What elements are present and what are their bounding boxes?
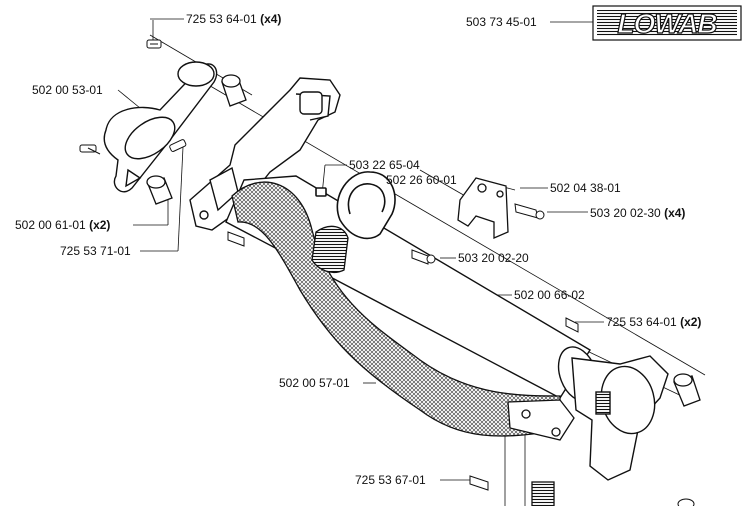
screw-mid-left <box>169 139 187 152</box>
part-quantity: (x4) <box>260 12 282 26</box>
bushing-upper <box>221 74 247 107</box>
lever-arm <box>103 61 218 193</box>
part-label: 725 53 71-01 <box>60 244 131 258</box>
bushing-lower <box>146 175 173 205</box>
small-bracket <box>457 177 509 239</box>
part-label: 502 04 38-01 <box>550 181 621 195</box>
part-quantity: (x2) <box>680 315 702 329</box>
part-number: 503 73 45-01 <box>466 15 537 29</box>
part-label: 503 73 45-01 <box>466 15 537 29</box>
screw-bracket <box>514 203 545 220</box>
part-label: 503 22 65-04 <box>349 158 420 172</box>
part-label: 502 00 61-01 (x2) <box>15 218 110 232</box>
part-label: 725 53 64-01 (x2) <box>606 315 701 329</box>
part-label: 503 20 02-30 (x4) <box>590 206 685 220</box>
part-label: 502 26 60-01 <box>386 173 457 187</box>
part-number: 503 20 02-20 <box>458 251 529 265</box>
screw-tube-left <box>227 231 245 247</box>
screw-bottom-right <box>677 498 695 506</box>
screw-top-left <box>146 39 162 49</box>
part-number: 503 22 65-04 <box>349 158 420 172</box>
end-cap-housing <box>571 355 669 481</box>
screw-bottom <box>469 475 489 491</box>
part-quantity: (x4) <box>664 206 686 220</box>
part-label: 502 00 66-02 <box>514 288 585 302</box>
part-label: 502 00 53-01 <box>32 83 103 97</box>
part-number: 725 53 71-01 <box>60 244 131 258</box>
part-number: 502 04 38-01 <box>550 181 621 195</box>
part-number: 502 00 61-01 <box>15 218 86 232</box>
part-number: 725 53 64-01 <box>186 12 257 26</box>
part-label: 503 20 02-20 <box>458 251 529 265</box>
part-label: 725 53 67-01 <box>355 473 426 487</box>
part-label: 725 53 64-01 (x4) <box>186 12 281 26</box>
part-number: 503 20 02-30 <box>590 206 661 220</box>
part-quantity: (x2) <box>89 218 111 232</box>
part-number: 502 26 60-01 <box>386 173 457 187</box>
part-label: 502 00 57-01 <box>279 376 350 390</box>
hose-clamp <box>311 225 349 274</box>
logo-text: LOWAB <box>617 8 717 39</box>
logo-plate: LOWAB <box>592 5 742 41</box>
part-number: 725 53 64-01 <box>606 315 677 329</box>
part-number: 502 00 66-02 <box>514 288 585 302</box>
part-number: 502 00 53-01 <box>32 83 103 97</box>
part-number: 725 53 67-01 <box>355 473 426 487</box>
hose-end-plate <box>507 399 575 506</box>
carry-loop <box>315 171 396 240</box>
part-number: 502 00 57-01 <box>279 376 350 390</box>
screw-left <box>79 144 101 155</box>
housing-bracket <box>189 77 341 231</box>
screw-right <box>565 317 579 333</box>
screw-tube-mid <box>411 249 436 265</box>
bushing-right <box>673 373 701 407</box>
